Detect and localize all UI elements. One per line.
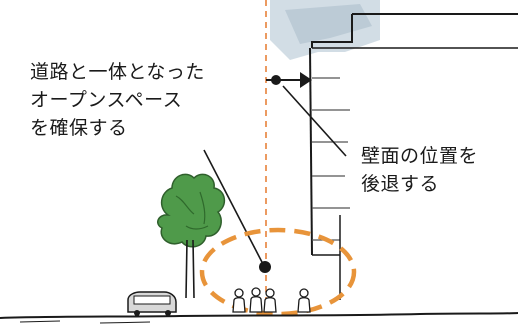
tree-icon: [157, 173, 226, 299]
setback-arrow: [266, 72, 312, 88]
setback-line-1: 壁面の位置を: [361, 145, 479, 167]
setback-line-2: 後退する: [361, 173, 440, 195]
open-space-leader-line: [203, 149, 265, 267]
open-space-ellipse: [199, 227, 357, 317]
ground-line: [0, 312, 518, 319]
pedestrian-icon: [249, 287, 263, 313]
open-space-annotation: 道路と一体となった オープンスペース を確保する: [30, 58, 205, 142]
open-space-marker-dot: [259, 261, 271, 273]
pedestrian-group: [232, 287, 311, 313]
pedestrian-icon: [263, 288, 277, 313]
open-space-line-1: 道路と一体となった: [30, 61, 205, 83]
building: [309, 13, 518, 300]
pedestrian-icon: [232, 288, 246, 313]
pedestrian-icon: [297, 288, 311, 313]
open-space-line-3: を確保する: [30, 117, 128, 139]
open-space-line-2: オープンスペース: [30, 89, 183, 111]
setback-leader-line: [282, 85, 347, 157]
arrow-right-icon: [300, 72, 312, 88]
car-icon: [127, 291, 177, 316]
sky-wash: [270, 0, 380, 60]
setback-annotation: 壁面の位置を 後退する: [361, 142, 478, 198]
ground-hatching: [19, 320, 151, 324]
